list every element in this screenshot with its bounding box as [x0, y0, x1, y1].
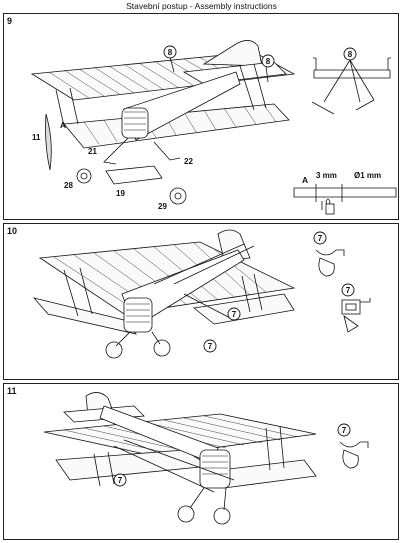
- part-29-label: 29: [158, 202, 167, 211]
- part-7-label: 7: [342, 426, 347, 435]
- step-10-panel: 10: [3, 223, 399, 380]
- detail-a-label: A: [302, 175, 308, 185]
- part-28-label: 28: [64, 181, 73, 190]
- step-11-panel: 11 7 7: [3, 383, 399, 540]
- part-7-label: 7: [208, 342, 213, 351]
- step-number: 11: [7, 386, 17, 396]
- part-11-label: 11: [32, 133, 41, 142]
- part-21-label: 21: [88, 147, 97, 156]
- step-9-panel: 9: [3, 13, 399, 220]
- step-number: 9: [7, 16, 13, 26]
- part-22-label: 22: [184, 157, 193, 166]
- part-7-label: 7: [118, 476, 123, 485]
- part-8-label: 8: [168, 48, 173, 57]
- page-title: Stavební postup - Assembly instructions: [126, 1, 277, 11]
- step-number: 10: [7, 226, 18, 236]
- step-10-drawing: 7 7 7 7: [32, 229, 371, 359]
- step-11-drawing: 7 7: [43, 392, 369, 525]
- point-a-label: A: [60, 120, 66, 130]
- step-9-drawing: 8 8 8 A 11 21 22 28 19 29 A 3 mm Ø1 mm: [30, 40, 397, 215]
- part-7-label: 7: [232, 310, 237, 319]
- part-7-label: 7: [346, 286, 351, 295]
- part-7-label: 7: [318, 234, 323, 243]
- part-8-label: 8: [348, 50, 353, 59]
- hole-diameter: Ø1 mm: [354, 171, 381, 180]
- part-19-label: 19: [116, 189, 125, 198]
- part-8-label: 8: [266, 57, 271, 66]
- gap-dimension: 3 mm: [316, 171, 337, 180]
